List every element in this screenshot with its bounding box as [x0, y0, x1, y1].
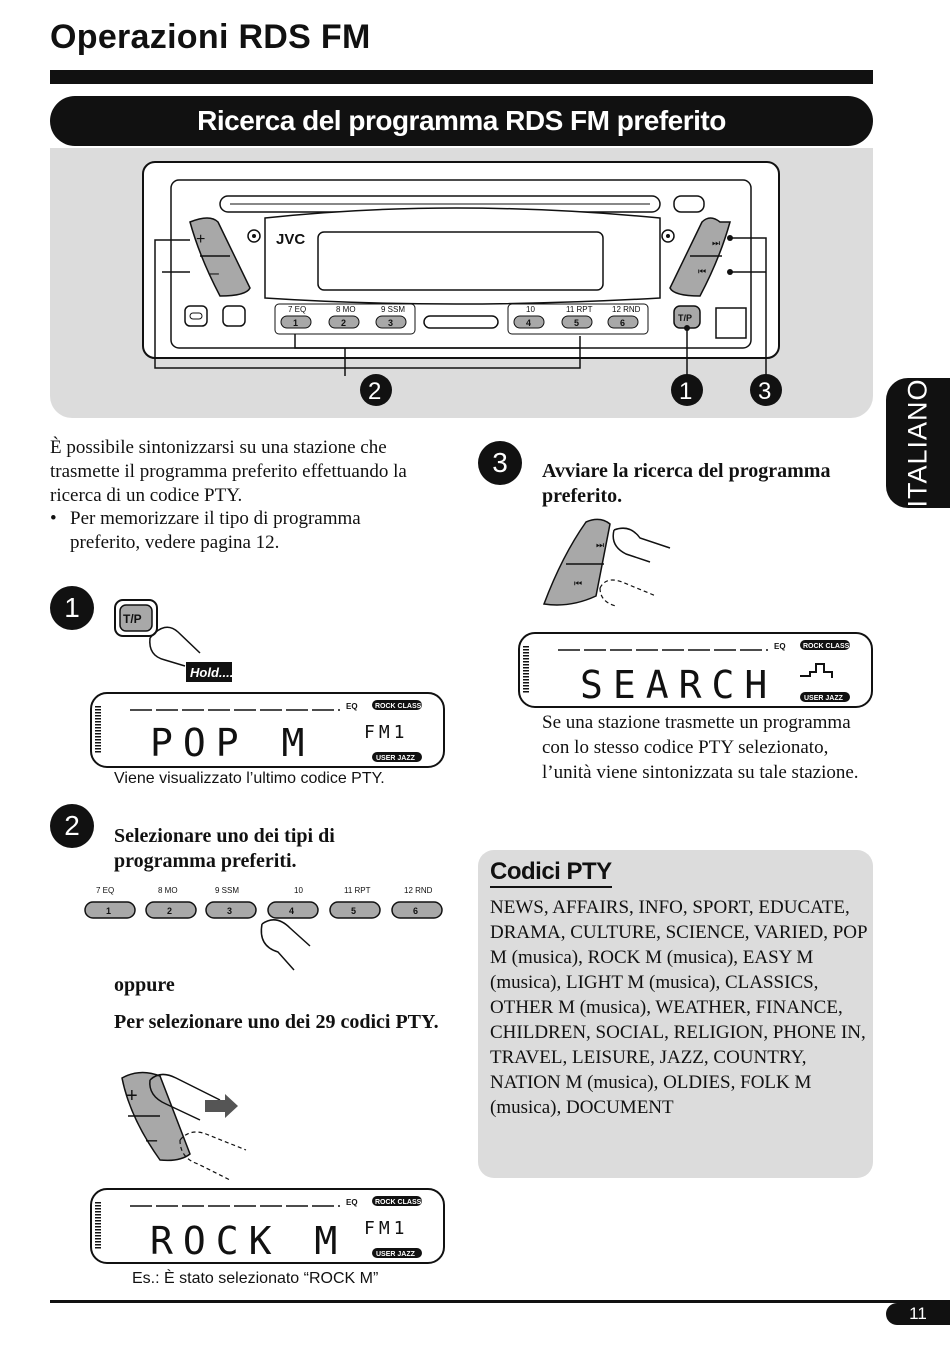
pty-codes-box: [478, 850, 873, 1178]
step-2-or: oppure: [114, 974, 175, 996]
step-2-heading: Selezionare uno dei tipi di programma pr…: [114, 825, 335, 872]
display-band-text: FM1: [364, 1218, 409, 1239]
svg-text:–: –: [146, 1129, 158, 1151]
display-main-text: SEARCH: [580, 663, 777, 707]
step-2-caption: Es.: È stato selezionato “ROCK M”: [132, 1270, 379, 1287]
svg-text:9 SSM: 9 SSM: [381, 305, 405, 314]
language-tab: [886, 378, 950, 508]
svg-text:9 SSM: 9 SSM: [215, 886, 239, 895]
step-1-display: EQ ROCK CLASSIC POP M FM1 USER JAZZ: [90, 692, 445, 768]
step-1-caption: Viene visualizzato l’ultimo codice PTY.: [114, 770, 385, 787]
device-preset-4[interactable]: 10 4: [513, 305, 545, 329]
preset-button-4[interactable]: 10 4: [267, 886, 319, 919]
step-3-number: 3: [478, 441, 522, 485]
svg-text:8 MO: 8 MO: [158, 886, 178, 895]
device-preset-6[interactable]: 12 RND 6: [607, 305, 641, 329]
page-title: Operazioni RDS FM: [50, 18, 371, 56]
brand-logo: JVC: [276, 231, 305, 248]
svg-text:12 RND: 12 RND: [612, 305, 641, 314]
svg-text:1: 1: [106, 906, 111, 916]
svg-text:6: 6: [620, 318, 625, 328]
svg-text:5: 5: [351, 906, 356, 916]
svg-text:5: 5: [574, 318, 579, 328]
svg-text:ROCK CLASSIC: ROCK CLASSIC: [375, 1199, 428, 1206]
svg-text:USER JAZZ: USER JAZZ: [376, 755, 416, 762]
svg-text:11 RPT: 11 RPT: [566, 305, 593, 314]
preset-button-5[interactable]: 11 RPT 5: [329, 886, 381, 919]
svg-text:4: 4: [526, 318, 531, 328]
tp-button-label: T/P: [123, 612, 142, 626]
device-preset-3[interactable]: 9 SSM 3: [375, 305, 407, 329]
step-3-display: EQ ROCK CLASSIC SEARCH USER JAZZ: [518, 632, 873, 708]
section-banner: Ricerca del programma RDS FM preferito: [50, 96, 873, 146]
svg-text:T/P: T/P: [678, 313, 692, 323]
intro-bullet-text: Per memorizzare il tipo di programma pre…: [70, 508, 361, 553]
callout-3: 3: [750, 374, 782, 406]
svg-text:2: 2: [368, 378, 381, 405]
callout-1: 1: [671, 374, 703, 406]
step-2-preset-buttons: 7 EQ 1 8 MO 2 9 SSM 3 10 4 11 RPT 5 12 R…: [84, 886, 443, 971]
title-rule: [50, 70, 873, 84]
preset-button-2[interactable]: 8 MO 2: [145, 886, 197, 919]
svg-text:EQ: EQ: [346, 1198, 358, 1207]
svg-text:2: 2: [167, 906, 172, 916]
svg-text:–: –: [210, 265, 219, 282]
svg-text:4: 4: [289, 906, 294, 916]
svg-text:7 EQ: 7 EQ: [288, 305, 306, 314]
device-preset-5[interactable]: 11 RPT 5: [561, 305, 593, 329]
svg-text:EQ: EQ: [346, 702, 358, 711]
svg-text:10: 10: [526, 305, 535, 314]
svg-text:8 MO: 8 MO: [336, 305, 356, 314]
step-3-heading: Avviare la ricerca del programma preferi…: [542, 460, 831, 507]
footer-rule: [50, 1300, 950, 1303]
svg-text:ROCK CLASSIC: ROCK CLASSIC: [803, 643, 856, 650]
svg-text:12 RND: 12 RND: [404, 886, 433, 895]
svg-text:⏭: ⏭: [596, 541, 604, 551]
device-preset-1[interactable]: 7 EQ 1: [280, 305, 312, 329]
display-main-text: ROCK M: [150, 1219, 347, 1263]
svg-text:+: +: [126, 1085, 138, 1107]
svg-text:ROCK CLASSIC: ROCK CLASSIC: [375, 703, 428, 710]
pty-codes-title: Codici PTY: [490, 858, 612, 888]
svg-text:⏮: ⏮: [574, 579, 582, 589]
preset-button-3[interactable]: 9 SSM 3: [205, 886, 257, 919]
device-preset-2[interactable]: 8 MO 2: [328, 305, 360, 329]
hold-label: Hold....: [190, 665, 233, 680]
svg-text:1: 1: [293, 318, 298, 328]
svg-text:3: 3: [388, 318, 393, 328]
display-band-text: FM1: [364, 722, 409, 743]
step-1-illustration: T/P Hold....: [114, 599, 233, 682]
display-main-text: POP M: [150, 721, 314, 765]
page-number: 11: [886, 1303, 950, 1325]
device-tp-button[interactable]: T/P: [673, 305, 701, 329]
svg-text:2: 2: [341, 318, 346, 328]
step-3-caption: Se una stazione trasmette un programma c…: [542, 712, 859, 783]
svg-text:6: 6: [413, 906, 418, 916]
svg-text:EQ: EQ: [774, 642, 786, 651]
svg-text:1: 1: [679, 378, 692, 405]
svg-text:+: +: [196, 231, 205, 248]
svg-text:7 EQ: 7 EQ: [96, 886, 114, 895]
step-1-number: 1: [50, 586, 94, 630]
preset-button-6[interactable]: 12 RND 6: [391, 886, 443, 919]
language-tab-label: ITALIANO: [902, 378, 933, 508]
step-3-knob-illustration: ⏭ ⏮: [542, 518, 671, 607]
svg-text:3: 3: [227, 906, 232, 916]
svg-text:⏮: ⏮: [698, 267, 706, 277]
step-2-display: EQ ROCK CLASSIC ROCK M FM1 USER JAZZ: [90, 1188, 445, 1264]
step-2-alt-heading: Per selezionare uno dei 29 codici PTY.: [114, 1011, 439, 1033]
step-2-knob-illustration: + –: [121, 1071, 247, 1181]
preset-button-1[interactable]: 7 EQ 1: [84, 886, 136, 919]
step-2-number: 2: [50, 804, 94, 848]
callout-2: 2: [360, 374, 392, 406]
intro-text: È possibile sintonizzarsi su una stazion…: [50, 437, 407, 506]
svg-text:⏭: ⏭: [712, 239, 720, 249]
svg-text:USER JAZZ: USER JAZZ: [376, 1251, 416, 1258]
device-illustration: JVC + – ⏭ ⏮ 7 EQ 1 8 MO 2 9 SSM 3 10 4 1…: [142, 161, 782, 406]
svg-text:USER JAZZ: USER JAZZ: [804, 695, 844, 702]
svg-text:10: 10: [294, 886, 303, 895]
svg-text:11 RPT: 11 RPT: [344, 886, 371, 895]
pty-codes-list: NEWS, AFFAIRS, INFO, SPORT, EDUCATE, DRA…: [490, 897, 867, 1118]
svg-text:3: 3: [758, 378, 771, 405]
